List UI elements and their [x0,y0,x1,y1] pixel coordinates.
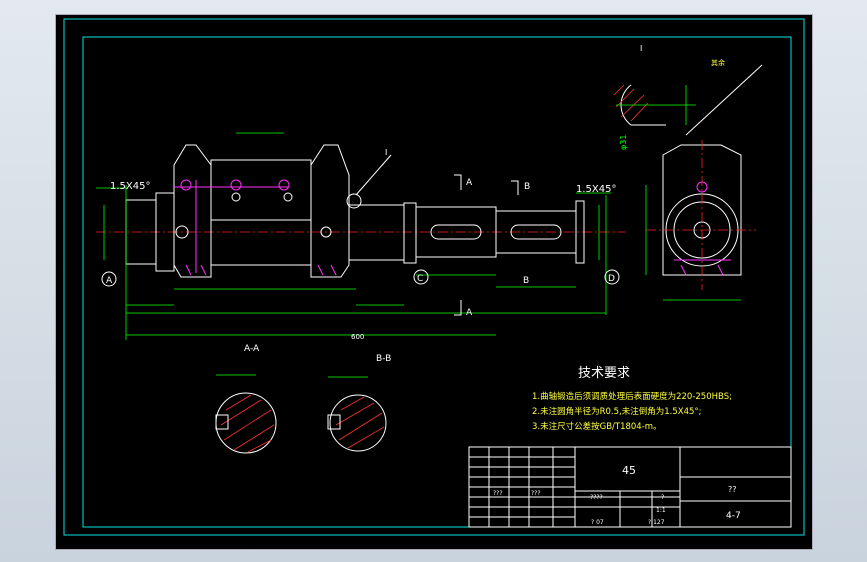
main-dimensions [96,132,611,340]
section-aa-label: A-A [244,344,260,354]
cut-b-top-label: B [524,182,530,192]
title-block[interactable] [468,446,792,528]
right-note: 其余 [711,58,725,67]
inner-frame [82,36,792,528]
detail-ref-label: I [385,148,387,157]
title-cell-d: 1:1 [656,507,666,514]
chamfer-left-label: 1.5X45° [110,181,150,192]
title-cell-b: ??? [531,490,541,497]
title-sheet: 4-7 [726,511,741,521]
title-cell-g: ? 127 [648,519,665,526]
marker-c-circle [413,269,429,285]
main-view [96,144,626,278]
marker-a-circle [101,271,117,287]
marker-d-label: D [608,274,615,284]
cut-mark-a-bottom [454,300,462,316]
marker-c-label: C [417,274,423,284]
tech-title: 技术要求 [578,366,630,381]
overall-length-label: 600 [351,333,364,341]
title-cell-f: ? 07 [591,519,604,526]
cut-mark-b-top [511,180,519,195]
section-bb-label: B-B [376,354,391,364]
marker-d-circle [604,269,620,285]
title-cell-c: ???? [590,494,603,501]
detail-diameter: φ31 [619,135,628,150]
tech-line-3: 3.未注尺寸公差按GB/T1804-m。 [532,421,662,432]
detail-i-label: I [640,44,642,53]
title-cell-e: ? [661,494,664,501]
cut-b-bottom-label: B [523,276,529,286]
end-view [645,140,756,301]
chamfer-right-label: 1.5X45° [576,184,616,195]
tech-line-1: 1.曲轴锻造后须调质处理后表面硬度为220-250HBS; [532,391,732,402]
cut-mark-a-top [454,174,462,190]
section-bb-view [327,376,387,452]
drawing-svg: 1.5X45° 1.5X45° 600 I A C D A A B B I 其余… [63,18,805,536]
title-material: 45 [622,464,636,477]
tech-line-2: 2.未注圆角半径为R0.5,未注倒角为1.5X45°; [532,406,702,417]
cut-a-top-label: A [466,178,473,188]
title-cell-a: ??? [493,490,503,497]
title-drawing-no: ?? [728,485,737,494]
drawing-canvas[interactable]: 1.5X45° 1.5X45° 600 I A C D A A B B I 其余… [55,14,813,550]
detail-i-view [613,64,763,136]
section-aa-view [215,374,277,454]
cut-a-bottom-label: A [466,308,473,318]
marker-a-label: A [106,276,113,286]
outer-frame [63,18,805,536]
